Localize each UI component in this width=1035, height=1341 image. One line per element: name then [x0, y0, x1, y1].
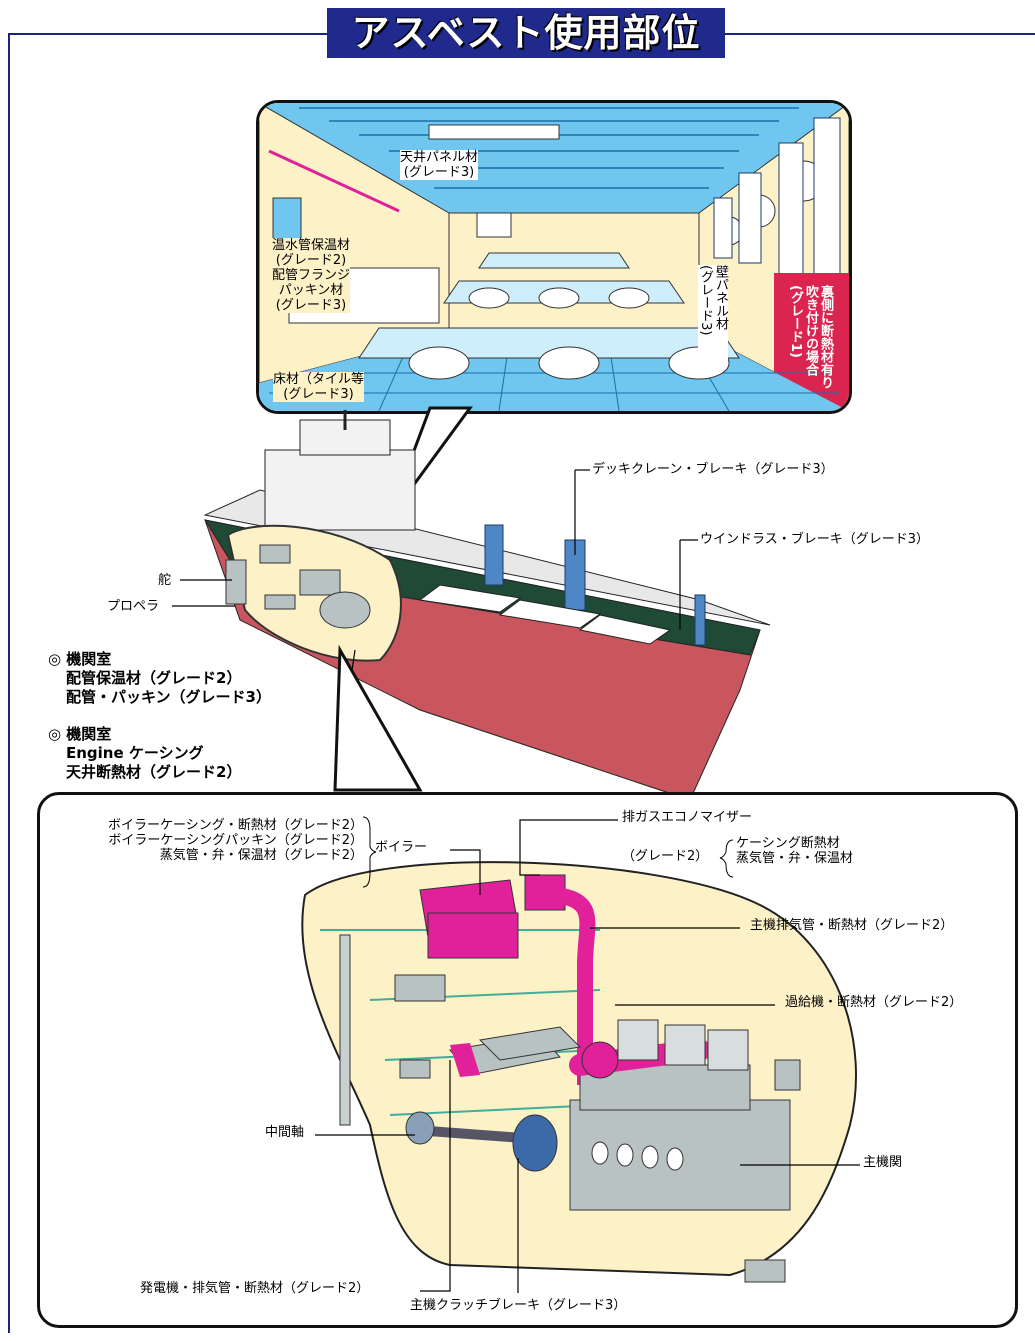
boiler-label: ボイラー — [375, 840, 428, 855]
engine-room-note-2: ◎ 機関室 Engine ケーシング 天井断熱材（グレード2） — [48, 725, 241, 782]
boiler-item-2: ボイラーケーシングパッキン（グレード2） — [108, 833, 363, 848]
economizer-grade: （グレード2） — [622, 849, 709, 864]
boiler-item-3: 蒸気管・弁・保温材（グレード2） — [159, 848, 363, 863]
propeller-label: プロペラ — [107, 599, 160, 614]
generator-label: 発電機・排気管・断熱材（グレード2） — [140, 1281, 370, 1296]
wall-panel-label: 壁パネル材 (グレード3) — [698, 265, 728, 365]
floor-material-label: 床材（タイル等 (グレード3) — [273, 372, 365, 402]
sprayed-insulation-label: 裏側に断熱材有り 吹き付けの場合 (グレード1) — [788, 285, 833, 389]
cabin-interior-panel — [256, 100, 852, 414]
note-2-line-1: ◎ 機関室 — [48, 725, 112, 743]
rudder-label: 舵 — [158, 573, 172, 588]
windlass-brake-label: ウインドラス・ブレーキ（グレード3） — [700, 532, 930, 547]
economizer-item-2: 蒸気管・弁・保温材 — [736, 851, 854, 866]
engine-room-panel — [37, 792, 1018, 1328]
page-title: アスベスト使用部位 — [327, 8, 725, 58]
ceiling-panel-label: 天井パネル材 (グレード3) — [400, 150, 479, 180]
frame-left — [8, 33, 10, 1333]
main-engine-label: 主機関 — [863, 1155, 903, 1170]
note-1-line-2: 配管保温材（グレード2） — [66, 669, 242, 687]
economizer-title: 排ガスエコノマイザー — [622, 810, 753, 825]
note-1-line-3: 配管・パッキン（グレード3） — [66, 688, 271, 706]
economizer-items: ケーシング断熱材 蒸気管・弁・保温材 — [736, 836, 853, 866]
engine-room-illustration — [301, 816, 860, 1293]
boiler-item-1: ボイラーケーシング・断熱材（グレード2） — [107, 818, 363, 833]
economizer-item-1: ケーシング断熱材 — [736, 836, 840, 851]
cabin-interior-illustration — [259, 103, 849, 411]
boiler-items: ボイラーケーシング・断熱材（グレード2） ボイラーケーシングパッキン（グレード2… — [63, 818, 363, 863]
exhaust-pipe-label: 主機排気管・断熱材（グレード2） — [750, 918, 954, 933]
note-2-line-3: 天井断熱材（グレード2） — [66, 763, 242, 781]
frame-top-right — [725, 33, 1035, 35]
note-1-line-1: ◎ 機関室 — [48, 650, 112, 668]
pipe-insulation-label: 温水管保温材 (グレード2) 配管フランジ パッキン材 (グレード3) — [272, 238, 351, 313]
turbocharger-label: 過給機・断熱材（グレード2） — [785, 995, 963, 1010]
intermediate-shaft-label: 中間軸 — [265, 1125, 305, 1140]
deck-crane-brake-label: デッキクレーン・ブレーキ（グレード3） — [592, 462, 834, 477]
note-2-line-2: Engine ケーシング — [66, 744, 204, 762]
engine-room-note-1: ◎ 機関室 配管保温材（グレード2） 配管・パッキン（グレード3） — [48, 650, 271, 707]
frame-top-left — [8, 33, 327, 35]
clutch-brake-label: 主機クラッチブレーキ（グレード3） — [410, 1298, 627, 1313]
